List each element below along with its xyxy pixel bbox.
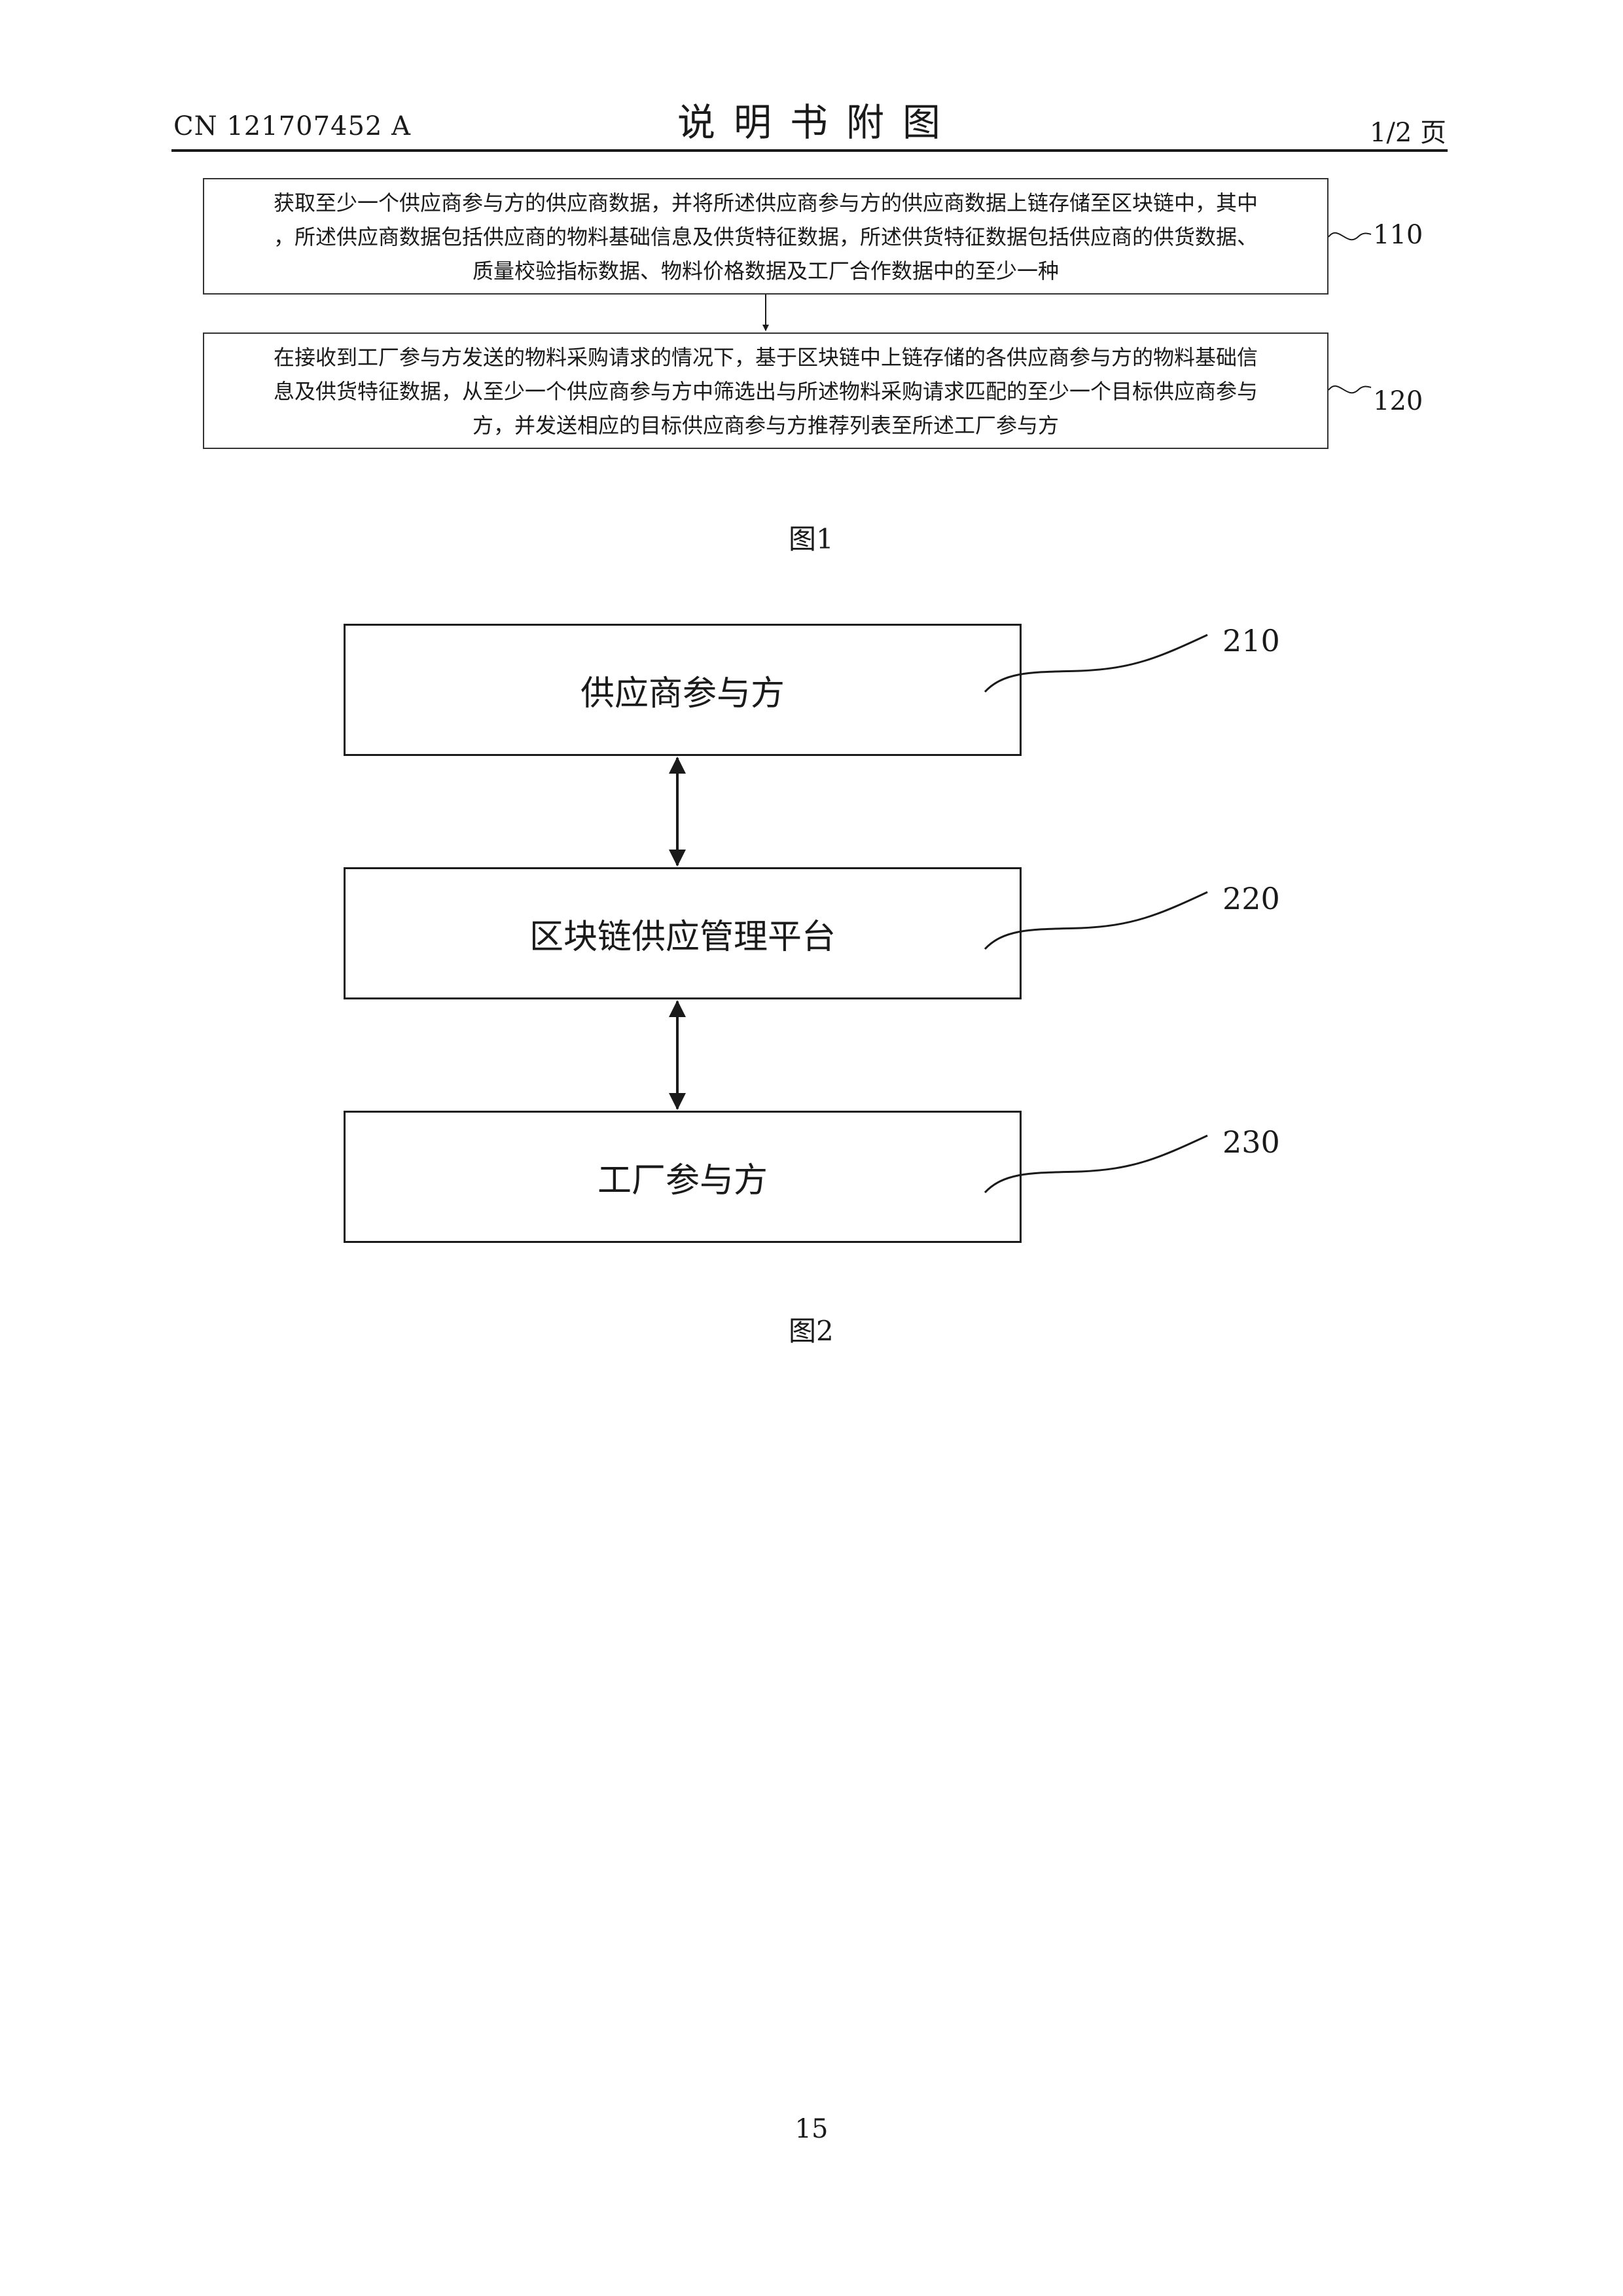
leader-120 (1329, 386, 1371, 393)
leader-230 (985, 1136, 1207, 1193)
leader-220 (985, 892, 1207, 949)
page-number: 15 (785, 2114, 838, 2144)
leader-210 (985, 635, 1207, 692)
leader-110 (1329, 233, 1371, 240)
